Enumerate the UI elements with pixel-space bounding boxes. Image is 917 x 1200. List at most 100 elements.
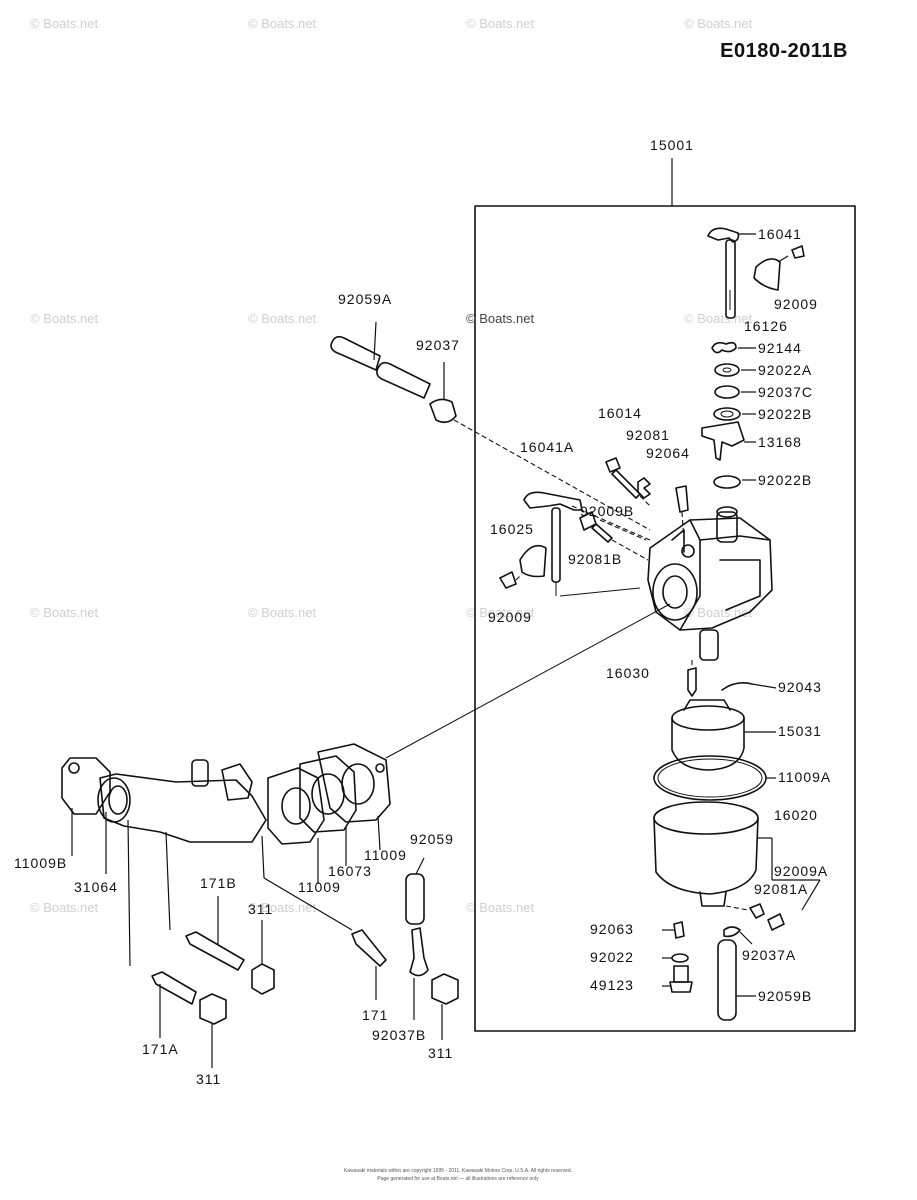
pilot-jet-92064[interactable] bbox=[675, 485, 689, 541]
part-label-92059A: 92059A bbox=[338, 291, 392, 307]
watermark: © Boats.net bbox=[684, 311, 753, 326]
watermark: © Boats.net bbox=[248, 16, 317, 31]
assembly-15001-group: 15001 bbox=[474, 137, 856, 1032]
return-spring-92144[interactable] bbox=[711, 341, 756, 354]
part-label-16030: 16030 bbox=[606, 665, 650, 681]
part-label-171A: 171A bbox=[142, 1041, 179, 1057]
part-label-11009: 11009 bbox=[298, 879, 341, 895]
float-bowl-16020[interactable] bbox=[653, 801, 821, 911]
watermark: © Boats.net bbox=[30, 16, 99, 31]
watermark: © Boats.net bbox=[466, 16, 535, 31]
assembly-box bbox=[474, 205, 856, 1032]
part-label-311: 311 bbox=[428, 1045, 453, 1061]
stud-171A[interactable] bbox=[151, 971, 197, 1038]
part-labels: 16041 92009 16126 92144 92022A 92037C 92… bbox=[14, 226, 830, 1087]
nut-311-b[interactable] bbox=[431, 973, 459, 1040]
leader-line bbox=[261, 835, 265, 879]
part-label-92144: 92144 bbox=[758, 340, 802, 356]
diagram-code: E0180-2011B bbox=[720, 40, 848, 62]
clip-92037[interactable] bbox=[429, 362, 457, 424]
part-label-92009B: 92009B bbox=[580, 503, 634, 519]
drain-screw-92009A[interactable] bbox=[725, 903, 785, 931]
hose-92059B[interactable] bbox=[717, 939, 756, 1021]
connector-line bbox=[453, 419, 651, 531]
part-label-92059B: 92059B bbox=[758, 988, 812, 1004]
part-label-16014: 16014 bbox=[598, 405, 642, 421]
carburetor-body[interactable] bbox=[647, 506, 773, 661]
float-pin-92043[interactable] bbox=[721, 682, 777, 691]
choke-valve-plate[interactable] bbox=[753, 245, 805, 291]
part-label-92043: 92043 bbox=[778, 679, 822, 695]
part-label-15031: 15031 bbox=[778, 723, 822, 739]
hose-92059[interactable] bbox=[405, 857, 425, 925]
part-label-92022B: 92022B bbox=[758, 472, 812, 488]
watermark: © Boats.net bbox=[466, 311, 535, 326]
bowl-gasket-11009A[interactable] bbox=[653, 755, 776, 801]
insulator-16073[interactable] bbox=[299, 755, 357, 833]
part-label-92037C: 92037C bbox=[758, 384, 813, 400]
washers-group[interactable] bbox=[713, 363, 756, 421]
part-label-92081: 92081 bbox=[626, 427, 670, 443]
leader-line bbox=[127, 819, 131, 967]
watermark: © Boats.net bbox=[466, 605, 535, 620]
watermark: © Boats.net bbox=[248, 605, 317, 620]
part-label-16020: 16020 bbox=[774, 807, 818, 823]
part-label-16126: 16126 bbox=[744, 318, 788, 334]
part-label-92081A: 92081A bbox=[754, 881, 808, 897]
part-label-13168: 13168 bbox=[758, 434, 802, 450]
part-label-92037: 92037 bbox=[416, 337, 460, 353]
watermark-layer: © Boats.net © Boats.net © Boats.net © Bo… bbox=[30, 16, 753, 915]
part-label-16025: 16025 bbox=[490, 521, 534, 537]
leader-line bbox=[165, 831, 171, 931]
intake-manifold[interactable] bbox=[61, 757, 267, 843]
part-label-92009: 92009 bbox=[774, 296, 818, 312]
part-label-16041: 16041 bbox=[758, 226, 802, 242]
stud-171[interactable] bbox=[351, 929, 387, 1000]
part-label-92022B: 92022B bbox=[758, 406, 812, 422]
watermark: © Boats.net bbox=[30, 311, 99, 326]
part-label-92009: 92009 bbox=[488, 609, 532, 625]
clip-92037B[interactable] bbox=[409, 927, 429, 1020]
spring-92081[interactable] bbox=[637, 477, 651, 499]
gasket-11009-b[interactable] bbox=[317, 743, 391, 823]
throttle-valve-16025[interactable] bbox=[499, 544, 547, 589]
stud-171B[interactable] bbox=[185, 896, 245, 971]
jet-92063[interactable] bbox=[662, 921, 685, 939]
watermark: © Boats.net bbox=[466, 900, 535, 915]
connector-line bbox=[385, 603, 671, 759]
part-label-171: 171 bbox=[362, 1007, 388, 1023]
part-label-31064: 31064 bbox=[74, 879, 118, 895]
bolt-49123[interactable] bbox=[662, 965, 693, 993]
part-label-92022: 92022 bbox=[590, 949, 634, 965]
bracket-13168[interactable] bbox=[701, 421, 756, 489]
screw-16014[interactable] bbox=[605, 457, 651, 507]
part-label-311: 311 bbox=[196, 1071, 221, 1087]
part-label-92081B: 92081B bbox=[568, 551, 622, 567]
watermark: © Boats.net bbox=[30, 900, 99, 915]
watermark: © Boats.net bbox=[684, 16, 753, 31]
float-15031[interactable] bbox=[671, 699, 776, 771]
float-needle-16030[interactable] bbox=[687, 660, 697, 697]
part-label-92009A: 92009A bbox=[774, 863, 828, 879]
part-label-92064: 92064 bbox=[646, 445, 690, 461]
throttle-shaft-16041A[interactable] bbox=[523, 491, 651, 597]
choke-shaft-16041[interactable] bbox=[707, 227, 756, 319]
watermark: © Boats.net bbox=[30, 605, 99, 620]
nut-311-a[interactable] bbox=[251, 920, 275, 995]
part-label-311: 311 bbox=[248, 901, 273, 917]
hose-92059A[interactable] bbox=[330, 321, 431, 399]
leader-line bbox=[263, 877, 353, 931]
watermark: © Boats.net bbox=[684, 605, 753, 620]
part-label-11009B: 11009B bbox=[14, 855, 67, 871]
copyright-line-2: Page generated for use at Boats.net — al… bbox=[377, 1176, 539, 1182]
part-label-92037A: 92037A bbox=[742, 947, 796, 963]
screw-92009B[interactable] bbox=[579, 511, 649, 561]
part-label-16041A: 16041A bbox=[520, 439, 574, 455]
part-label-92063: 92063 bbox=[590, 921, 634, 937]
clip-92037A[interactable] bbox=[723, 926, 753, 945]
nut-311-c[interactable] bbox=[199, 993, 227, 1068]
part-label-92059: 92059 bbox=[410, 831, 454, 847]
gasket-92022[interactable] bbox=[662, 953, 689, 963]
